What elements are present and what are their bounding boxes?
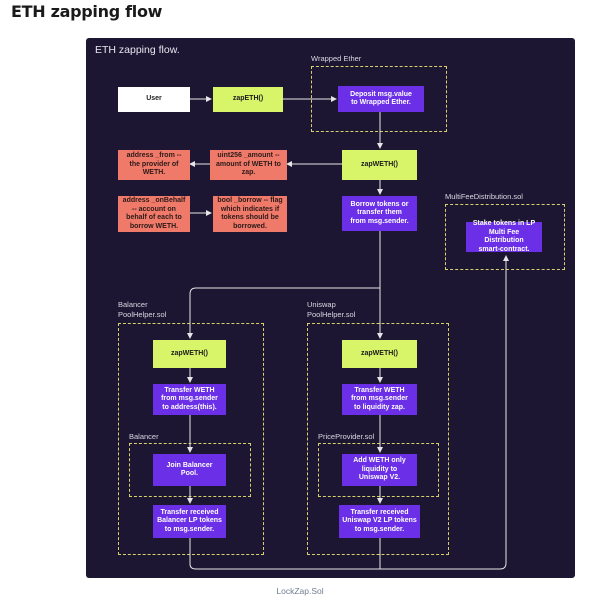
bal-zap-weth-box: zapWETH() — [153, 340, 226, 368]
bal-lp-label: Transfer received Balancer LP tokens to … — [157, 508, 222, 533]
amount-param-label: uint256 _amount -- amount of WETH to zap… — [216, 152, 281, 177]
bal-lp-box: Transfer received Balancer LP tokens to … — [153, 505, 226, 538]
multi-fee-region — [445, 204, 565, 270]
wrapped-ether-label: Wrapped Ether — [311, 54, 362, 63]
uni-lp-box: Transfer received Uniswap V2 LP tokens t… — [339, 505, 420, 538]
price-provider-label: PriceProvider.sol — [318, 432, 375, 441]
figure-caption: LockZap.Sol — [276, 586, 324, 596]
uni-add-box: Add WETH only liquidity to Uniswap V2. — [342, 454, 417, 486]
bal-zap-weth-label: zapWETH() — [171, 349, 208, 357]
uni-zap-weth-box: zapWETH() — [342, 340, 417, 368]
balancer-inner-label: Balancer — [129, 432, 159, 441]
diagram-title: ETH zapping flow. — [95, 44, 180, 56]
amount-param-box: uint256 _amount -- amount of WETH to zap… — [210, 150, 287, 180]
from-param-label: address _from -- the provider of WETH. — [126, 152, 182, 177]
borrow-tokens-box: Borrow tokens or transfer them from msg.… — [342, 196, 417, 231]
uni-zap-weth-label: zapWETH() — [361, 349, 398, 357]
stake-tokens-box: Stake tokens in LP Multi Fee Distributio… — [466, 220, 542, 253]
zap-eth-box: zapETH() — [213, 87, 283, 112]
connector-bal-lp-to-stake — [189, 255, 509, 570]
price-provider-region — [318, 443, 439, 497]
bal-transfer-box: Transfer WETH from msg.sender to address… — [153, 384, 226, 415]
user-box: User — [118, 87, 190, 112]
balancer-helper-label: Balancer PoolHelper.sol — [118, 300, 167, 319]
multi-fee-label: MultiFeeDistribution.sol — [445, 192, 523, 201]
user-label: User — [146, 95, 162, 103]
uni-add-label: Add WETH only liquidity to Uniswap V2. — [353, 457, 406, 482]
bal-transfer-label: Transfer WETH from msg.sender to address… — [161, 386, 218, 411]
page-title: ETH zapping flow — [11, 2, 163, 21]
uni-transfer-box: Transfer WETH from msg.sender to liquidi… — [342, 384, 417, 415]
zap-weth-main-box: zapWETH() — [342, 150, 417, 180]
bal-join-label: Join Balancer Pool. — [166, 461, 213, 478]
borrow-param-label: bool _borrow -- flag which indicates if … — [217, 197, 283, 230]
uni-transfer-label: Transfer WETH from msg.sender to liquidi… — [351, 386, 408, 411]
uniswap-helper-region — [307, 323, 449, 555]
on-behalf-param-box: address _onBehalf -- account on behalf o… — [118, 196, 190, 232]
stake-tokens-label: Stake tokens in LP Multi Fee Distributio… — [472, 220, 536, 253]
borrow-tokens-label: Borrow tokens or transfer them from msg.… — [350, 200, 409, 225]
zap-eth-label: zapETH() — [232, 95, 264, 103]
on-behalf-param-label: address _onBehalf -- account on behalf o… — [122, 197, 186, 230]
uniswap-helper-label: Uniswap PoolHelper.sol — [307, 300, 356, 319]
borrow-param-box: bool _borrow -- flag which indicates if … — [213, 196, 287, 232]
deposit-label: Deposit msg.value to Wrapped Ether. — [350, 90, 412, 107]
zap-weth-main-label: zapWETH() — [361, 160, 398, 168]
bal-join-box: Join Balancer Pool. — [153, 454, 226, 486]
balancer-helper-region — [118, 323, 264, 555]
uni-lp-label: Transfer received Uniswap V2 LP tokens t… — [342, 508, 417, 533]
diagram-canvas — [86, 38, 575, 578]
connector-borrow-to-balancer — [187, 231, 381, 339]
from-param-box: address _from -- the provider of WETH. — [118, 150, 190, 180]
deposit-box: Deposit msg.value to Wrapped Ether. — [338, 86, 424, 112]
